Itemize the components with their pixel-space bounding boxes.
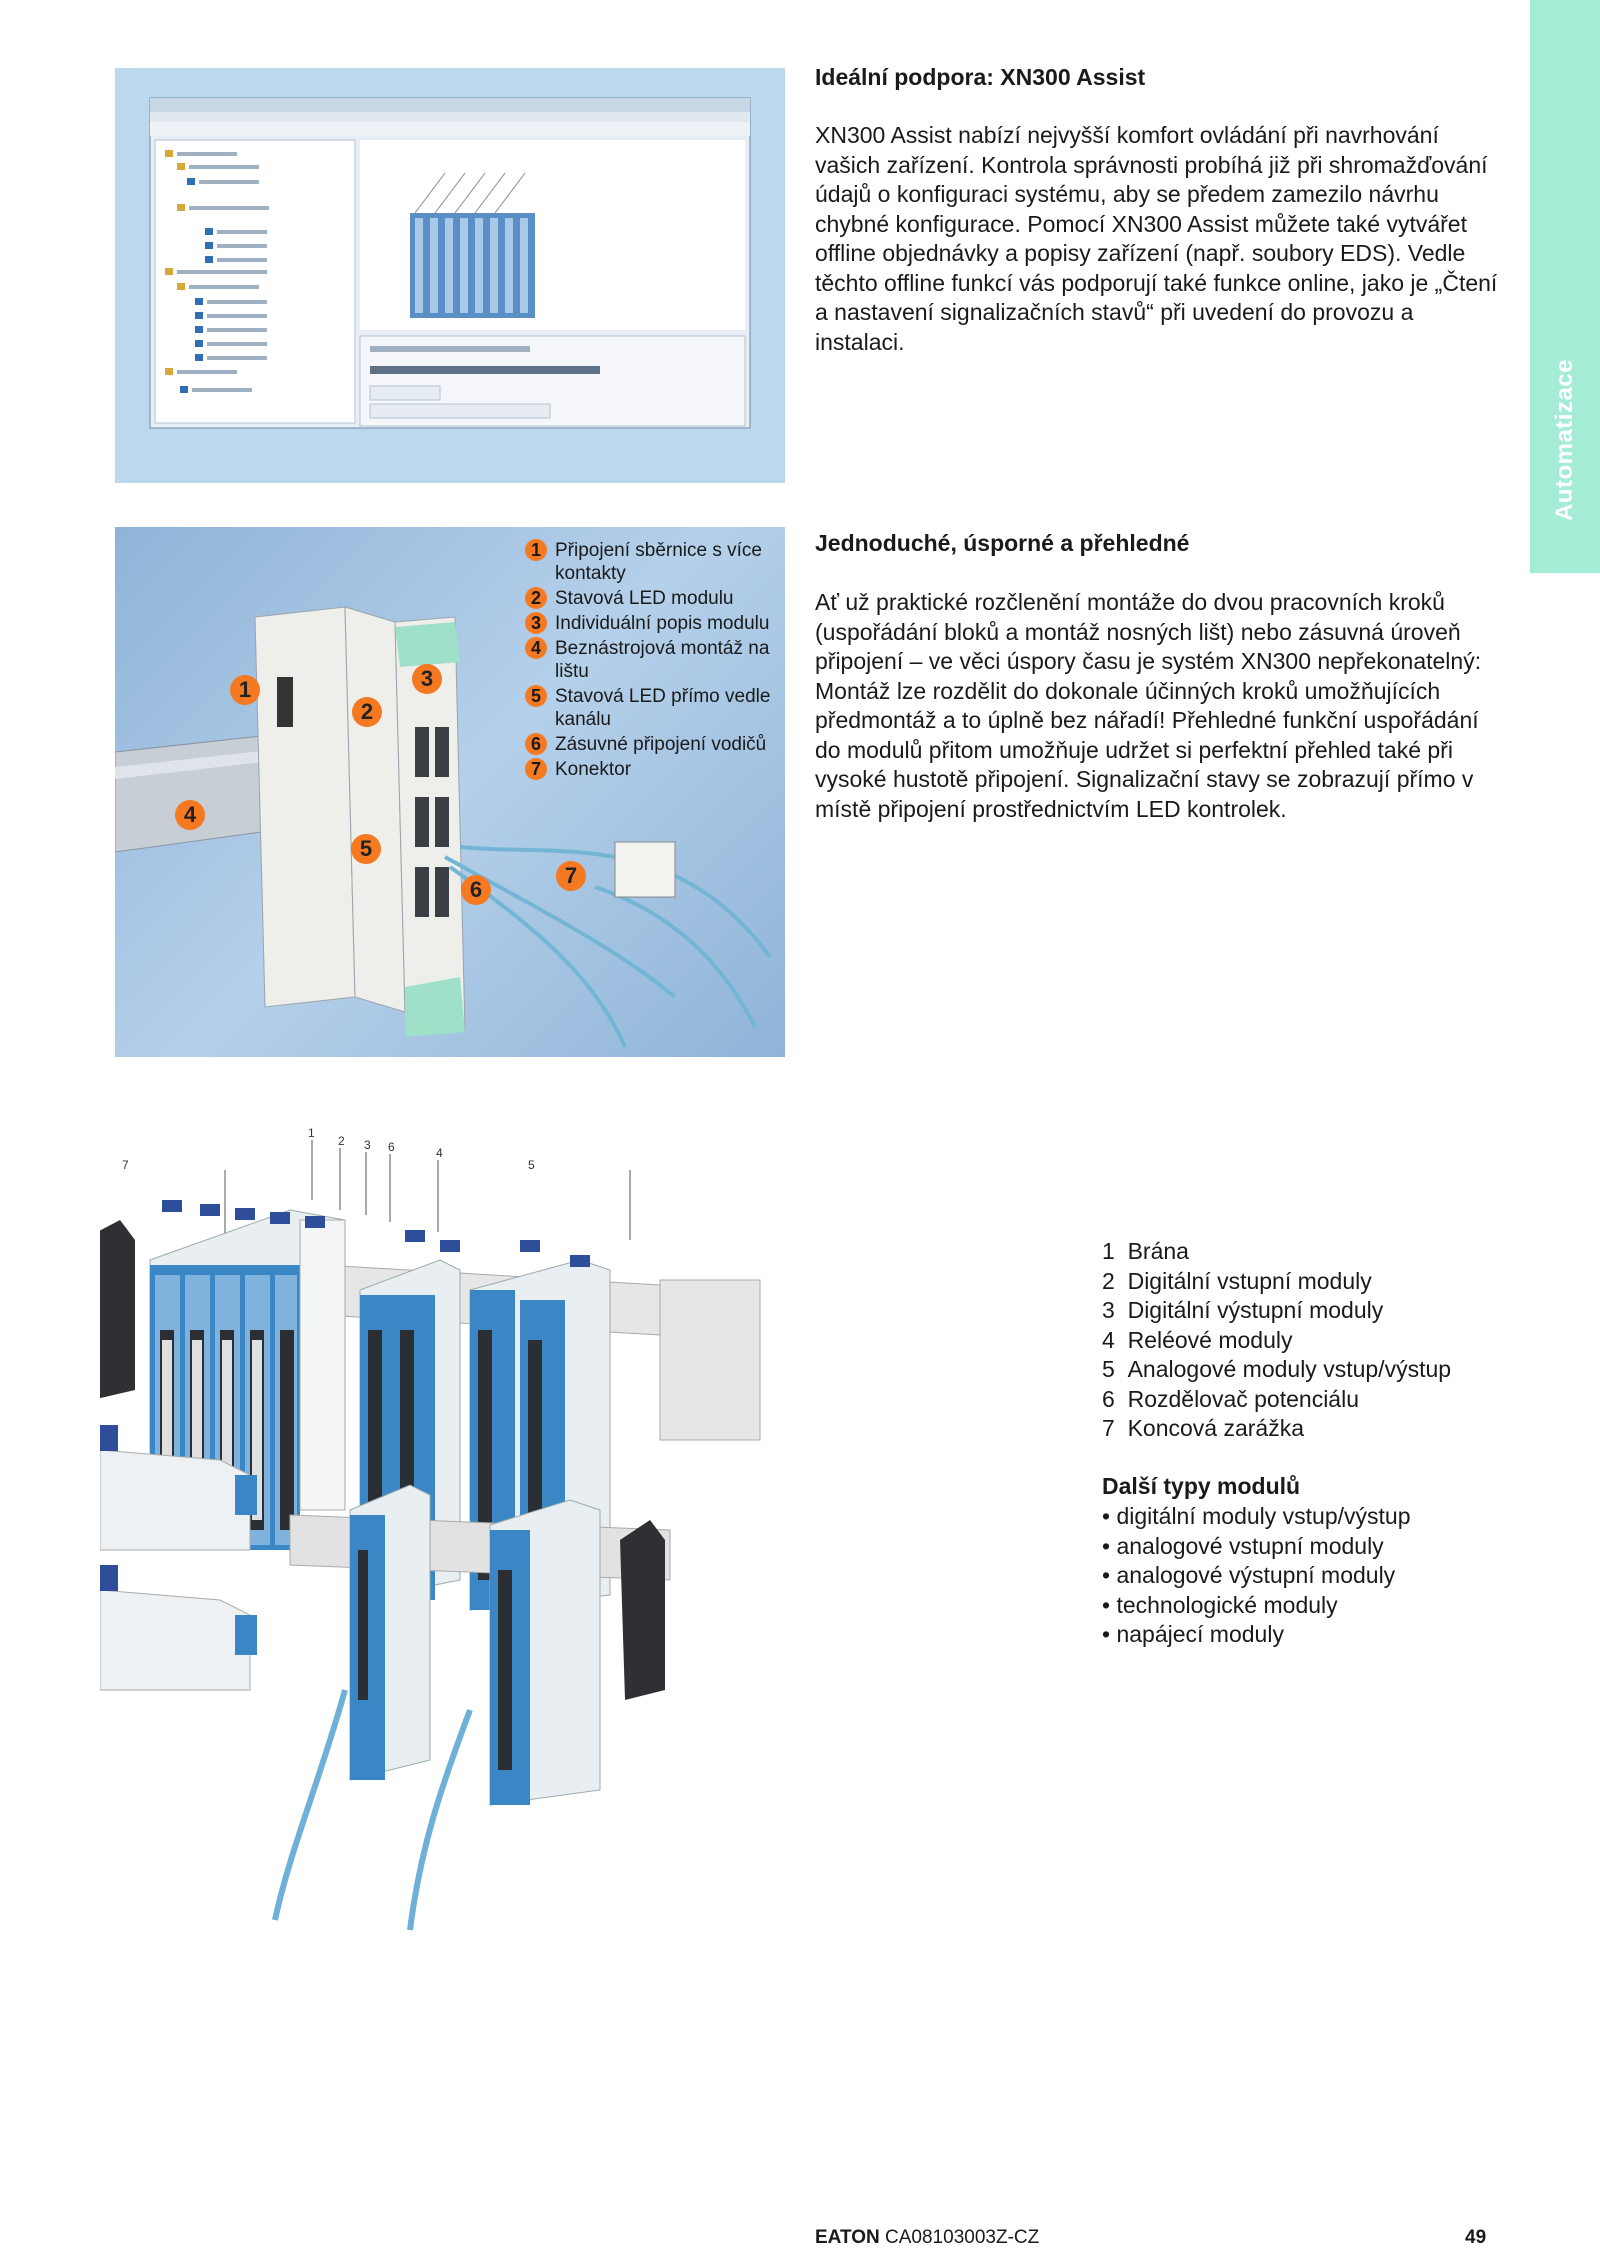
diagram-legend-item: 7 Koncová zarážka bbox=[1102, 1414, 1502, 1444]
diagram-callout: 6 bbox=[388, 1140, 395, 1154]
diagram-legend-item: 5 Analogové moduly vstup/výstup bbox=[1102, 1355, 1502, 1385]
more-modules-heading: Další typy modulů bbox=[1102, 1473, 1301, 1499]
legend-text: Zásuvné připojení vodičů bbox=[555, 734, 767, 755]
diagram-legend-number: 7 bbox=[1102, 1415, 1115, 1441]
diagram-callout: 7 bbox=[122, 1158, 129, 1172]
more-modules-item-text: digitální moduly vstup/výstup bbox=[1116, 1503, 1411, 1529]
section1-heading: Ideální podpora: XN300 Assist bbox=[815, 64, 1146, 90]
more-modules-item: • analogové výstupní moduly bbox=[1102, 1562, 1396, 1588]
legend-text: Beznástrojová montáž na lištu bbox=[555, 638, 770, 682]
diagram-legend-text: Reléové moduly bbox=[1127, 1326, 1293, 1353]
diagram-callout: 1 bbox=[308, 1126, 315, 1140]
more-modules-item: • digitální moduly vstup/výstup bbox=[1102, 1503, 1411, 1529]
photo-marker: 4 bbox=[175, 800, 205, 830]
more-modules-item-text: analogové výstupní moduly bbox=[1116, 1562, 1396, 1588]
side-tab: Automatizace bbox=[1530, 0, 1600, 573]
diagram-legend-item: 2 Digitální vstupní moduly bbox=[1102, 1267, 1502, 1297]
footer: EATON CA08103003Z-CZ bbox=[815, 2227, 1039, 2249]
diagram-legend-number: 4 bbox=[1102, 1326, 1115, 1353]
diagram-legend-item: 6 Rozdělovač potenciálu bbox=[1102, 1385, 1502, 1415]
more-modules-item: • analogové vstupní moduly bbox=[1102, 1532, 1384, 1559]
diagram-legend-item: 3 Digitální výstupní moduly bbox=[1102, 1296, 1502, 1326]
legend-row: 2 Stavová LED modulu bbox=[525, 587, 780, 610]
diagram-legend-text: Rozdělovač potenciálu bbox=[1127, 1385, 1360, 1412]
legend-text: Stavová LED přímo vedle kanálu bbox=[555, 686, 771, 730]
section2-paragraph: Ať už praktické rozčlenění montáže do dv… bbox=[815, 589, 1482, 822]
legend-number: 2 bbox=[525, 587, 547, 609]
diagram-legend-item: 4 Reléové moduly bbox=[1102, 1326, 1502, 1356]
diagram-legend-text: Brána bbox=[1127, 1238, 1189, 1264]
diagram-callout: 3 bbox=[364, 1138, 371, 1152]
diagram-legend-number: 6 bbox=[1102, 1385, 1115, 1412]
legend-row: 5 Stavová LED přímo vedle kanálu bbox=[525, 685, 780, 731]
photo-marker: 7 bbox=[556, 861, 586, 891]
more-modules-item: • technologické moduly bbox=[1102, 1591, 1338, 1618]
photo-marker: 3 bbox=[412, 664, 442, 694]
section1-paragraph: XN300 Assist nabízí nejvyšší komfort ovl… bbox=[815, 122, 1498, 355]
footer-brand: EATON bbox=[815, 2227, 880, 2248]
module-assembly-diagram: 1 2 3 6 4 7 5 bbox=[80, 1126, 1100, 2180]
legend-text: Stavová LED modulu bbox=[555, 588, 734, 609]
software-screenshot-image bbox=[115, 68, 785, 483]
photo-marker: 5 bbox=[351, 834, 381, 864]
more-modules-item-text: technologické moduly bbox=[1116, 1591, 1338, 1618]
legend-number: 6 bbox=[525, 733, 547, 755]
diagram-callout: 5 bbox=[528, 1158, 535, 1172]
diagram-legend-text: Koncová zarážka bbox=[1127, 1415, 1305, 1441]
legend-row: 1 Připojení sběrnice s více kontakty bbox=[525, 539, 780, 585]
legend-text: Individuální popis modulu bbox=[555, 613, 770, 634]
legend-number: 4 bbox=[525, 637, 547, 659]
footer-doc-code: CA08103003Z-CZ bbox=[885, 2227, 1040, 2248]
legend-number: 5 bbox=[525, 685, 547, 707]
product-photo: 1 2 3 4 5 6 7 1 Připojení sběrnice s více… bbox=[114, 527, 785, 1057]
diagram-legend-item: 1 Brána bbox=[1102, 1237, 1502, 1267]
diagram-legend-number: 5 bbox=[1102, 1356, 1115, 1382]
diagram-legend-text: Digitální vstupní moduly bbox=[1127, 1267, 1372, 1294]
diagram-legend-number: 2 bbox=[1102, 1267, 1115, 1294]
legend-text: Konektor bbox=[555, 759, 632, 780]
photo-marker: 1 bbox=[230, 675, 260, 705]
legend-number: 3 bbox=[525, 612, 547, 634]
diagram-callout: 4 bbox=[436, 1146, 443, 1160]
legend-row: 3 Individuální popis modulu bbox=[525, 612, 780, 635]
side-tab-label: Automatizace bbox=[1551, 358, 1578, 522]
page-number: 49 bbox=[1465, 2227, 1487, 2248]
diagram-legend-number: 1 bbox=[1102, 1238, 1115, 1264]
photo-marker: 6 bbox=[461, 875, 491, 905]
diagram-legend: 1 Brána 2 Digitální vstupní moduly 3 Dig… bbox=[1102, 1237, 1502, 1444]
section2-heading: Jednoduché, úsporné a přehledné bbox=[815, 530, 1190, 556]
diagram-legend-number: 3 bbox=[1102, 1297, 1115, 1323]
legend-number: 1 bbox=[525, 539, 547, 561]
legend-row: 7 Konektor bbox=[525, 758, 780, 781]
more-modules-list: • digitální moduly vstup/výstup • analog… bbox=[1102, 1502, 1522, 1650]
more-modules-item-text: analogové vstupní moduly bbox=[1116, 1532, 1384, 1559]
legend-row: 6 Zásuvné připojení vodičů bbox=[525, 733, 780, 756]
photo-marker: 2 bbox=[352, 697, 382, 727]
legend-number: 7 bbox=[525, 758, 547, 780]
more-modules-item: • napájecí moduly bbox=[1102, 1621, 1284, 1647]
diagram-callout: 2 bbox=[338, 1134, 345, 1148]
legend-row: 4 Beznástrojová montáž na lištu bbox=[525, 637, 780, 683]
legend-text: Připojení sběrnice s více kontakty bbox=[555, 540, 762, 584]
diagram-legend-text: Analogové moduly vstup/výstup bbox=[1127, 1356, 1452, 1382]
more-modules-item-text: napájecí moduly bbox=[1116, 1621, 1284, 1647]
diagram-legend-text: Digitální výstupní moduly bbox=[1127, 1297, 1384, 1323]
